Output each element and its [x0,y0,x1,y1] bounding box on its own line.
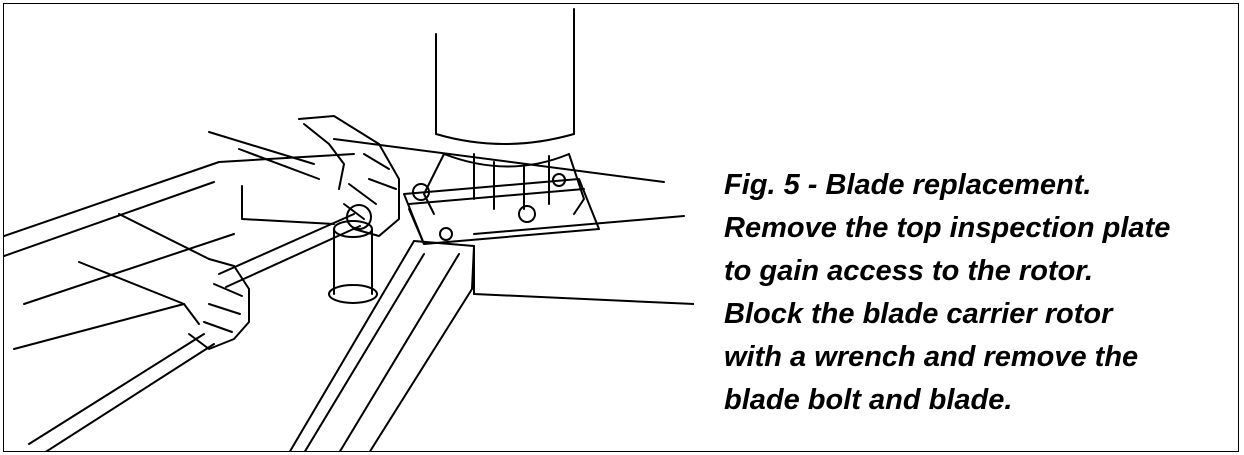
lower-hand [78,213,250,350]
caption-line: Block the blade carrier rotor [724,298,1113,330]
machine-column [423,8,585,215]
machine-deck [4,138,694,451]
blade-replacement-illustration [4,8,694,451]
caption-line: to gain access to the rotor. [724,255,1094,287]
caption-line: Remove the top inspection plate [724,212,1171,244]
upper-hand [208,115,400,237]
caption-line: with a wrench and remove the [724,341,1139,373]
blade-channel [289,240,475,451]
caption-line: blade bolt and blade. [724,384,1013,416]
caption-line: Fig. 5 - Blade replacement. [724,169,1092,201]
inspection-plate [403,173,600,245]
wrench [218,204,372,288]
figure-frame: Fig. 5 - Blade replacement. Remove the t… [3,3,1239,452]
figure-caption: Fig. 5 - Blade replacement. Remove the t… [724,164,1234,422]
blade-bolt [328,220,378,304]
